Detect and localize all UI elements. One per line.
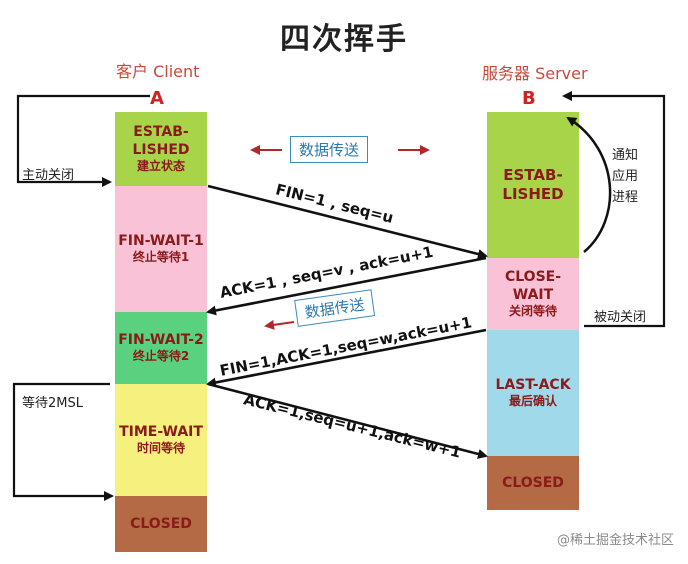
note-passive-close: 被动关闭: [594, 310, 647, 325]
state-name-zh: 终止等待2: [132, 349, 190, 364]
server-node-letter: B: [522, 88, 536, 109]
data-transfer-tag-top: 数据传送: [290, 136, 369, 163]
active-close-loop: [16, 94, 150, 187]
state-name: CLOSED: [130, 515, 192, 532]
msg-arrow-ack-client: [207, 382, 488, 459]
diagram-title: 四次挥手: [280, 22, 408, 57]
msg-arrow-fin-client: [207, 184, 488, 259]
client-node-letter: A: [150, 88, 164, 109]
state-name-zh: 终止等待1: [132, 250, 190, 265]
state-name-zh: 建立状态: [136, 159, 185, 174]
client-state-fin-wait-2: FIN-WAIT-2 终止等待2: [115, 312, 207, 384]
msg-arrow-ack-server: [206, 256, 487, 316]
server-label: 服务器 Server: [482, 64, 588, 83]
server-state-close-wait: CLOSE-WAIT 关闭等待: [487, 258, 579, 330]
state-name: ESTAB- LISHED: [132, 124, 190, 159]
server-state-last-ack: LAST-ACK 最后确认: [487, 330, 579, 456]
notify-app-curve: [566, 116, 612, 253]
state-name: CLOSE-WAIT: [504, 269, 562, 304]
watermark: @稀土掘金技术社区: [556, 533, 674, 548]
note-active-close: 主动关闭: [22, 168, 75, 183]
state-name: FIN-WAIT-1: [118, 233, 204, 250]
client-state-established: ESTAB- LISHED 建立状态: [115, 112, 207, 186]
client-state-closed: CLOSED: [115, 496, 207, 552]
note-wait-2msl: 等待2MSL: [22, 396, 83, 411]
data-transfer-arrow-mid: [264, 319, 295, 330]
state-name: FIN-WAIT-2: [118, 332, 204, 349]
server-state-closed: CLOSED: [487, 456, 579, 510]
state-name: CLOSED: [502, 474, 564, 491]
state-name-zh: 时间等待: [136, 441, 185, 456]
state-name-zh: 关闭等待: [508, 304, 557, 319]
server-state-established: ESTAB- LISHED: [487, 112, 579, 258]
state-name: TIME-WAIT: [119, 424, 203, 441]
client-state-time-wait: TIME-WAIT 时间等待: [115, 384, 207, 496]
passive-close-loop: [562, 91, 666, 328]
note-notify-app: 通知 应用 进程: [612, 148, 639, 205]
state-name: LAST-ACK: [495, 377, 571, 394]
state-name: ESTAB- LISHED: [502, 165, 564, 204]
msg-arrow-fin-server: [206, 328, 487, 388]
client-state-fin-wait-1: FIN-WAIT-1 终止等待1: [115, 186, 207, 312]
client-label: 客户 Client: [116, 62, 200, 81]
wait-2msl-loop: [12, 382, 114, 501]
state-name-zh: 最后确认: [508, 394, 557, 409]
